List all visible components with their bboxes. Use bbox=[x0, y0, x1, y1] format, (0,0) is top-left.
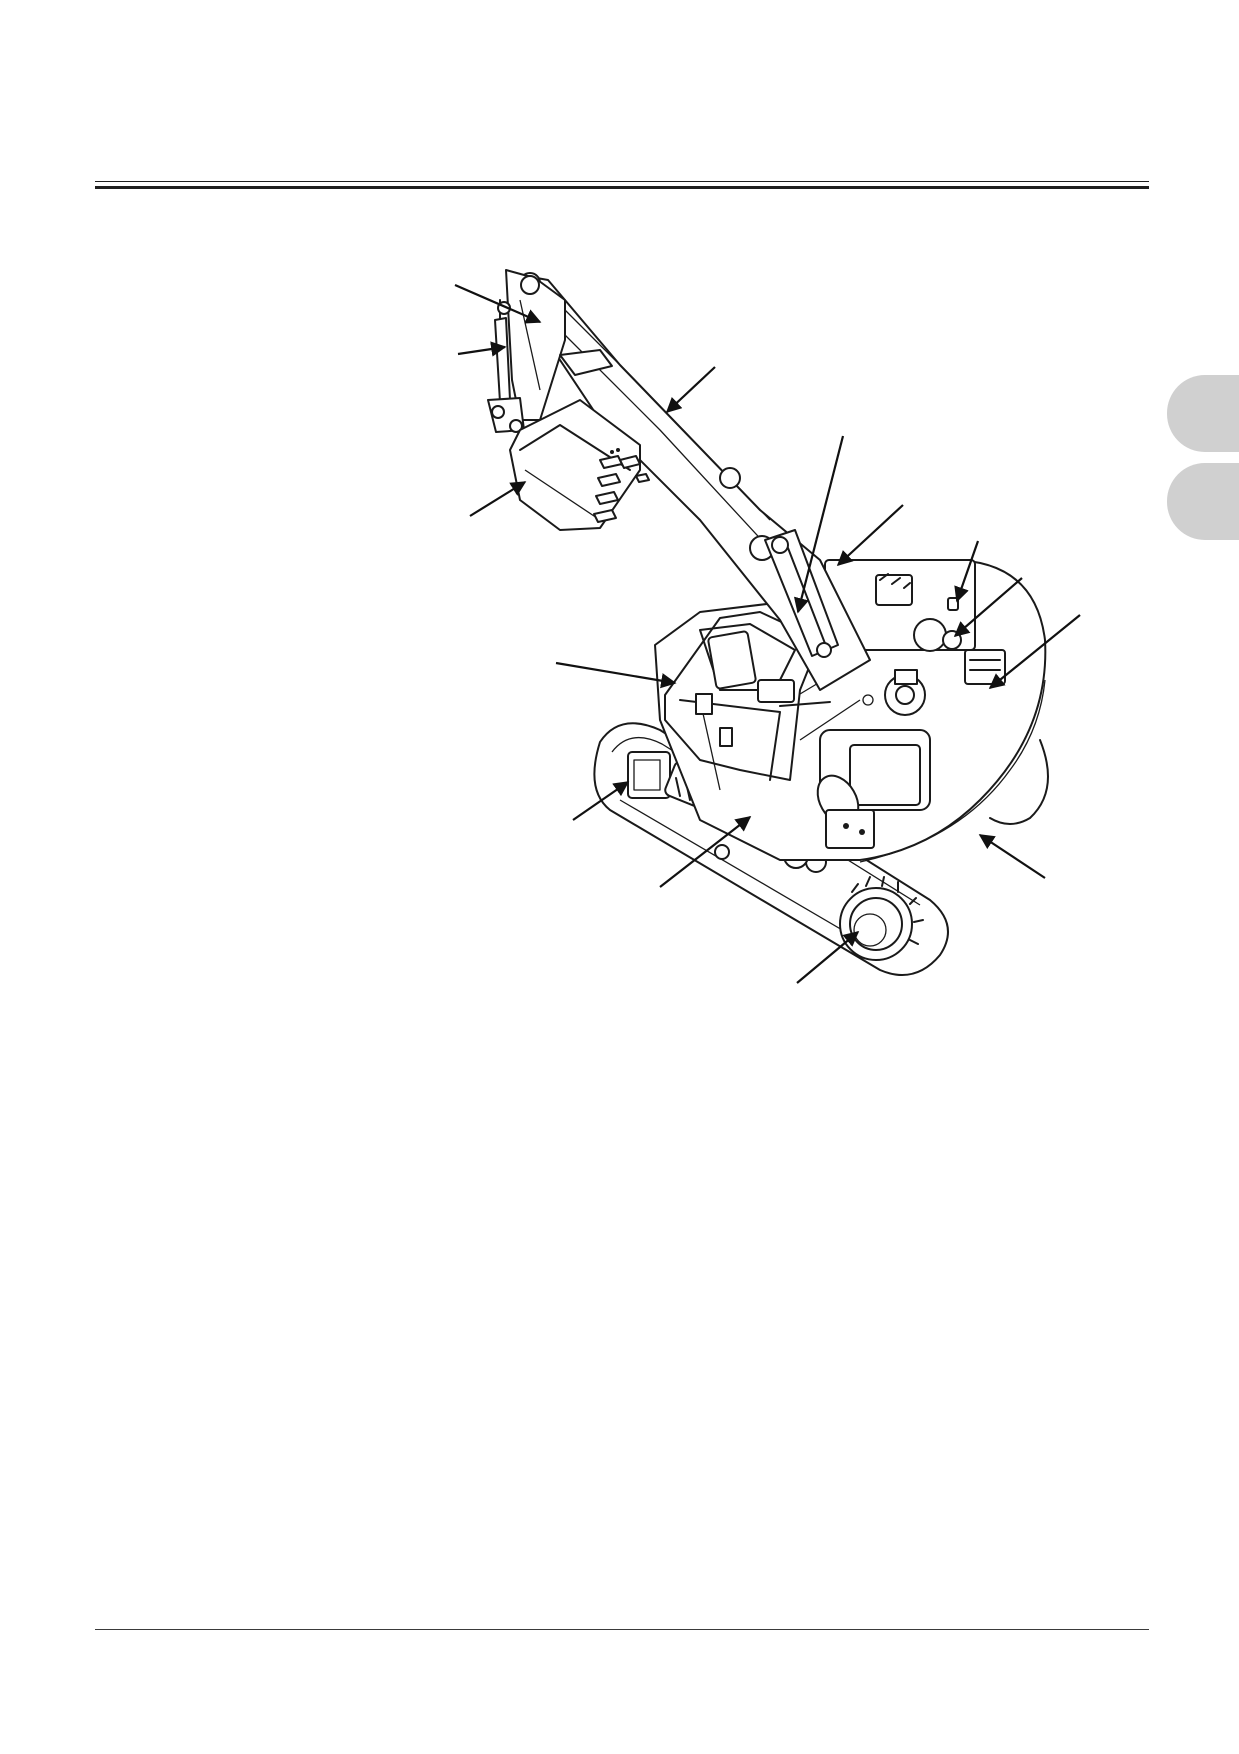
leader-boom bbox=[665, 366, 716, 414]
leader-tank-cap bbox=[953, 577, 1023, 638]
header-rule-thin bbox=[95, 181, 1149, 182]
leader-boom-foot bbox=[836, 504, 904, 567]
leader-idler bbox=[572, 781, 630, 821]
leader-sprocket bbox=[796, 931, 860, 984]
leader-control-valve bbox=[988, 614, 1081, 689]
footer-rule bbox=[95, 1629, 1149, 1630]
leader-counterweight bbox=[978, 834, 1046, 879]
leader-bucket bbox=[469, 481, 527, 517]
leader-bucket-cylinder bbox=[457, 341, 507, 357]
callout-leaders bbox=[454, 283, 1081, 984]
bucket bbox=[509, 399, 650, 531]
leader-boom-cylinder bbox=[793, 435, 845, 614]
side-tab-2[interactable] bbox=[1167, 463, 1239, 540]
bucket-linkage bbox=[487, 299, 525, 433]
leader-arm-top bbox=[454, 283, 542, 324]
operator-cab bbox=[664, 611, 831, 791]
leader-cab bbox=[555, 661, 677, 689]
leader-filler-cap bbox=[954, 540, 980, 603]
side-tab-1[interactable] bbox=[1167, 375, 1239, 452]
leader-track-spring bbox=[659, 816, 752, 888]
header-rule-thick bbox=[95, 186, 1149, 189]
